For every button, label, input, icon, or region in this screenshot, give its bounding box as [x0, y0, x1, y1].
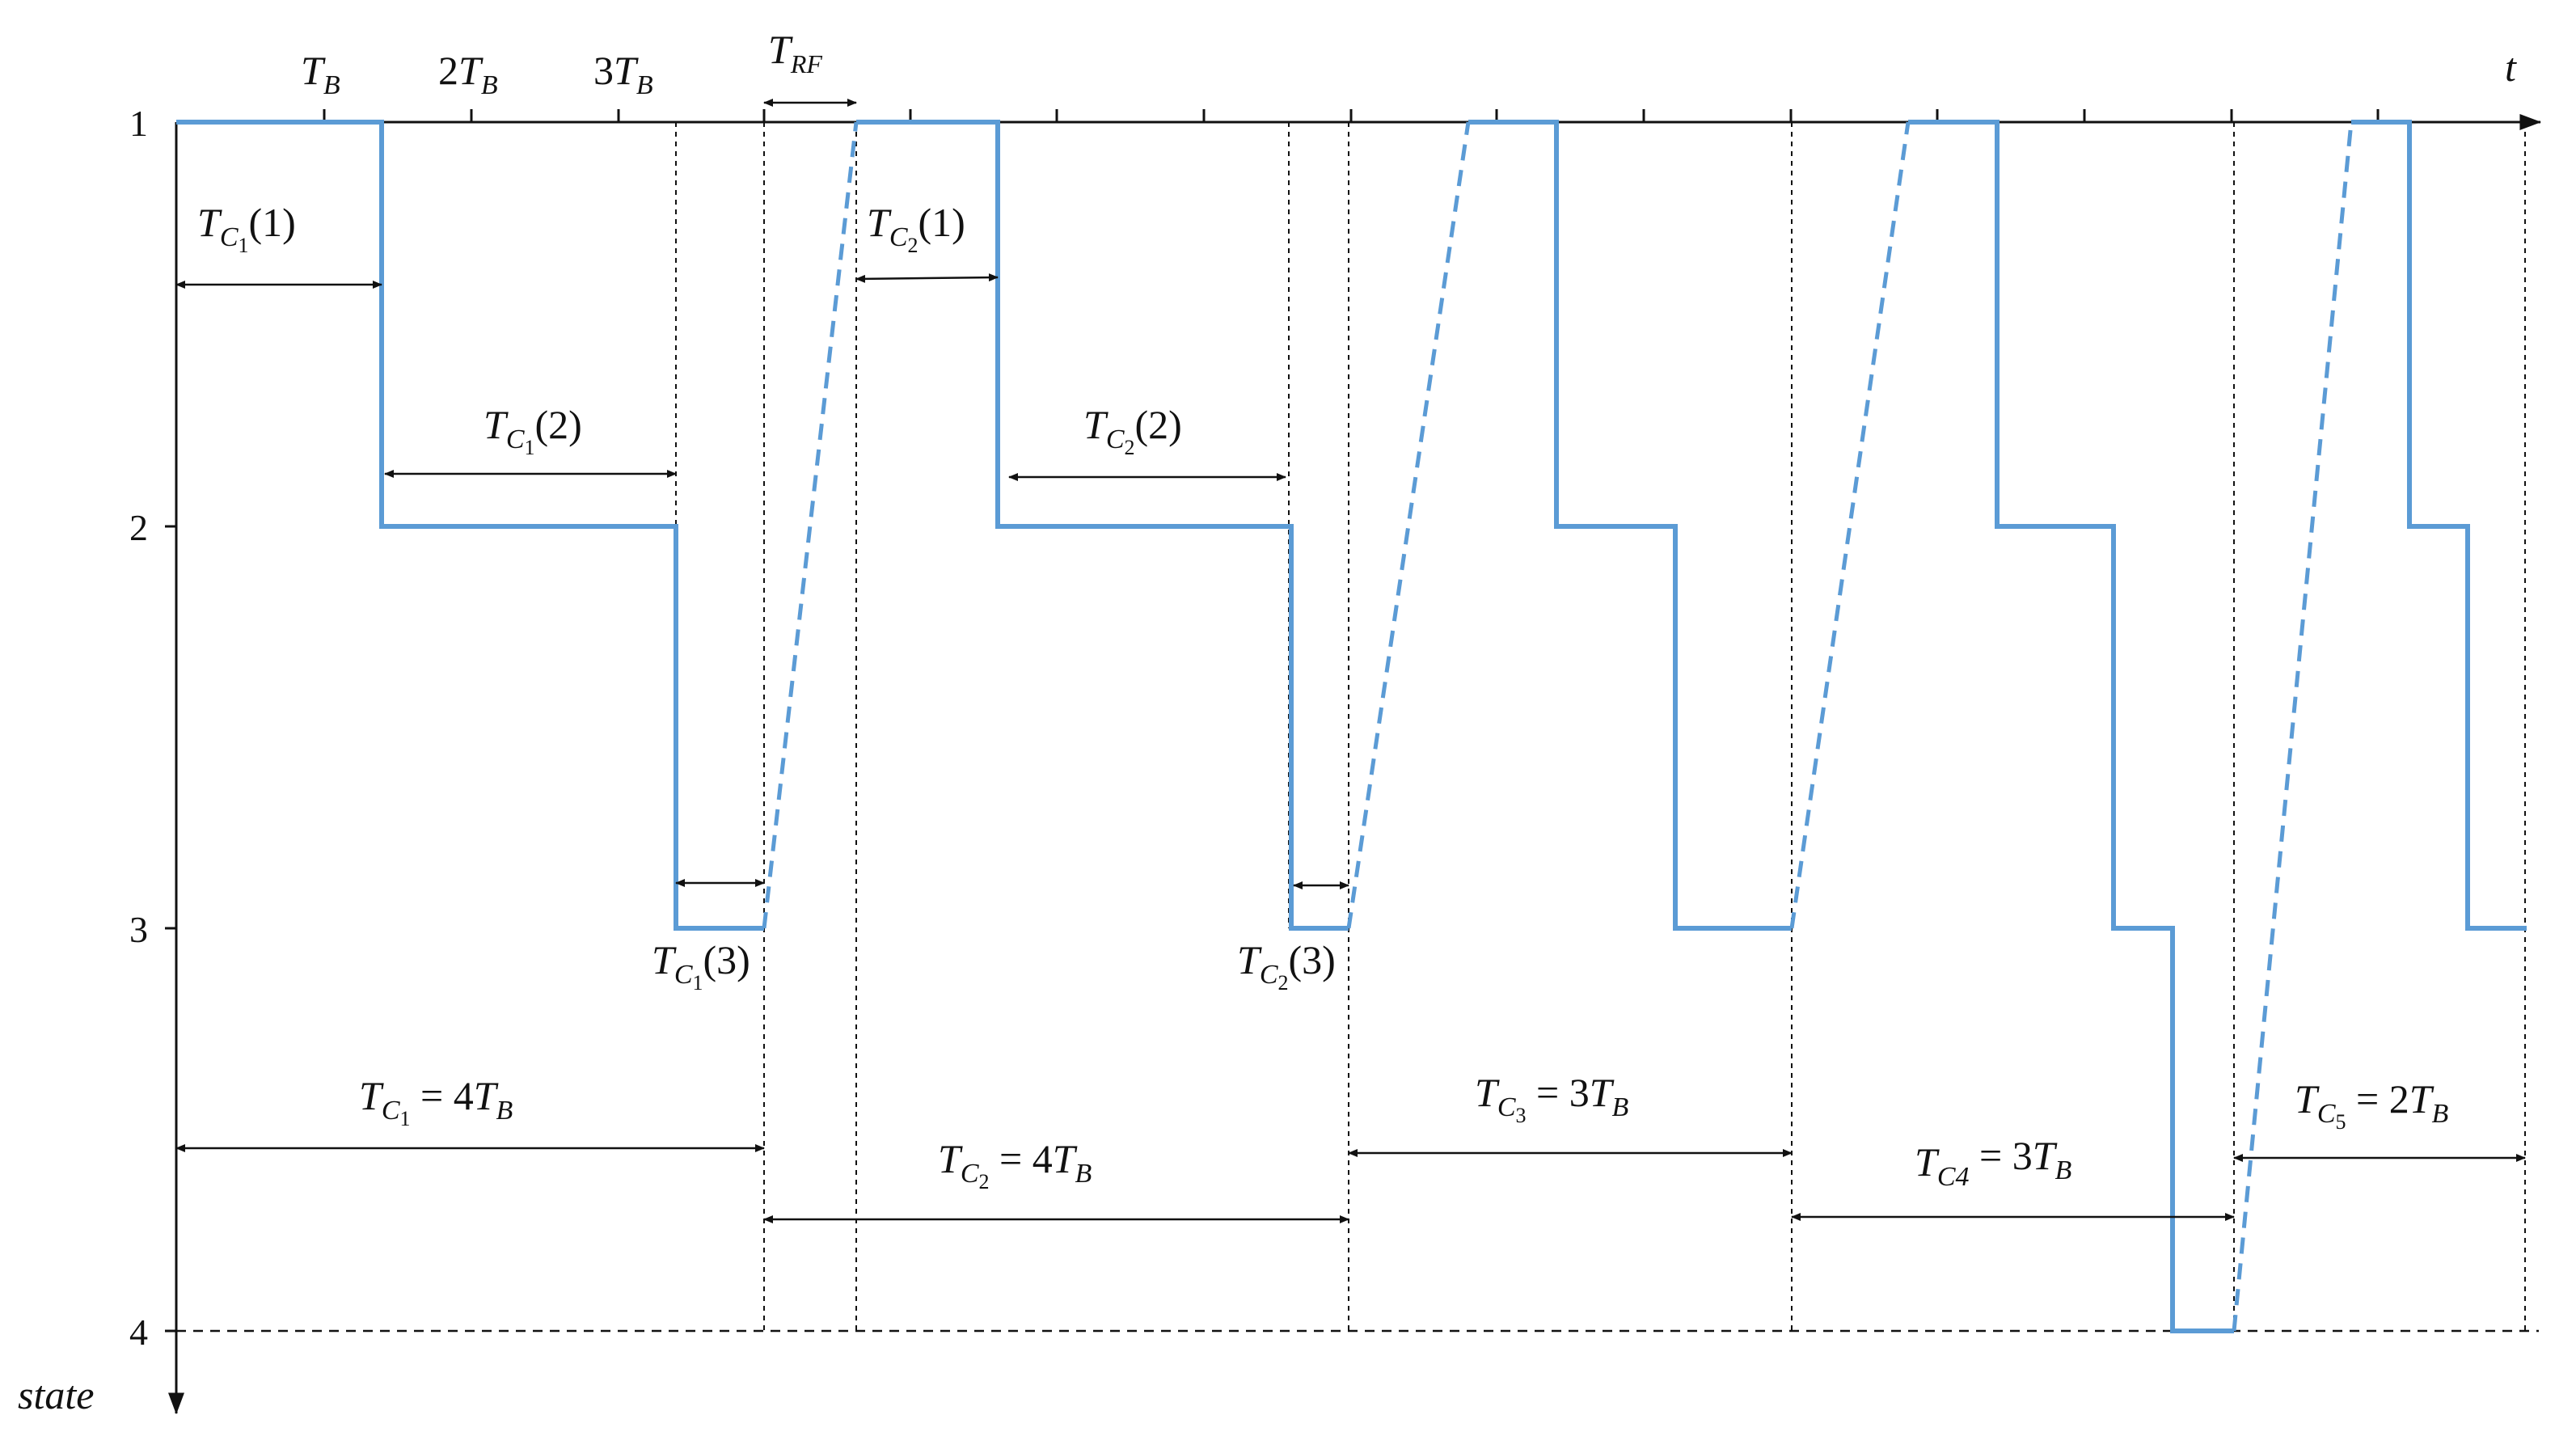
- y-axis-label: state: [18, 1372, 94, 1417]
- cycle-5-steps: [2351, 120, 2527, 931]
- y-tick-2: 2: [129, 507, 148, 548]
- period-label-4: TC4 = 3TB: [1915, 1133, 2072, 1192]
- label-tc2-1: TC2(1): [867, 200, 965, 257]
- label-tc2-2: TC2(2): [1083, 402, 1182, 459]
- state-waveform: [176, 120, 2527, 1333]
- period-labels: TC1 = 4TB TC2 = 4TB TC3 = 3TB TC4 = 3TB …: [359, 1070, 2449, 1193]
- y-tick-3: 3: [129, 909, 148, 950]
- ramp-4: [2232, 121, 2354, 1332]
- label-trf: TRF: [768, 27, 822, 78]
- time-tick-marks: [323, 109, 2380, 122]
- label-tc1-1: TC1(1): [197, 200, 296, 257]
- ramp-2: [1346, 121, 1471, 929]
- label-tc2-3: TC2(3): [1237, 937, 1336, 995]
- period-label-1: TC1 = 4TB: [359, 1073, 513, 1130]
- period-label-3: TC3 = 3TB: [1475, 1070, 1629, 1127]
- cycle-3-steps: [1468, 120, 1792, 931]
- axes: 1 2 3 4 t state TB 2TB 3TB: [18, 44, 2542, 1417]
- top-tick-label-3: 3TB: [593, 48, 653, 100]
- y-tick-1: 1: [129, 103, 148, 144]
- interval-labels: TRF TC1(1) TC1(2) TC1(3) TC2(1) TC2(2) T…: [197, 27, 1336, 995]
- period-label-5: TC5 = 2TB: [2295, 1076, 2449, 1134]
- ramp-3: [1789, 121, 1911, 929]
- interval-arrows: [175, 99, 2526, 1223]
- top-tick-label-2: 2TB: [438, 48, 498, 100]
- ramp-1: [762, 121, 859, 929]
- period-label-2: TC2 = 4TB: [938, 1136, 1092, 1193]
- top-tick-label-1: TB: [301, 48, 340, 100]
- label-tc1-3: TC1(3): [652, 937, 750, 995]
- cycle-4-steps: [1908, 120, 2234, 1333]
- arrow-tc2-1: [855, 273, 999, 283]
- cycle-1-steps: [176, 120, 764, 931]
- cycle-2-steps: [856, 120, 1349, 931]
- x-axis-label: t: [2505, 44, 2517, 90]
- reset-ramps: [762, 121, 2354, 1332]
- y-tick-4: 4: [129, 1312, 148, 1353]
- label-tc1-2: TC1(2): [484, 402, 582, 459]
